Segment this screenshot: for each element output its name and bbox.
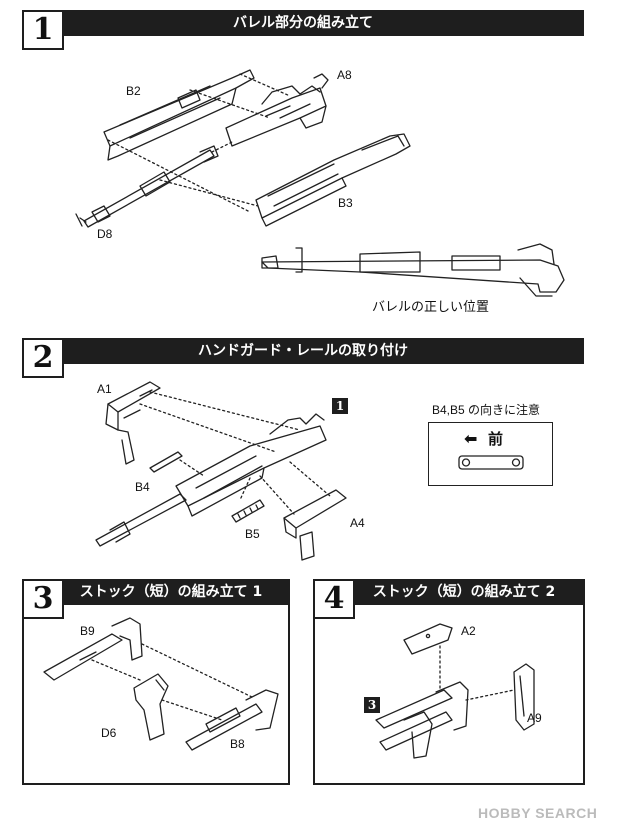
step1-guide-lines [107, 73, 291, 213]
part-b3-drawing [255, 133, 411, 227]
step1-number: 1 [22, 10, 64, 50]
part-d8-drawing [75, 145, 219, 228]
step4-number: 4 [313, 579, 355, 619]
step2-reference-box: 1 [332, 398, 348, 414]
step2-number: 2 [22, 338, 64, 378]
step4-reference-box: 3 [364, 697, 380, 713]
orientation-box: ⬅ 前 [428, 422, 553, 486]
part-label-b9: B9 [80, 624, 95, 638]
part-label-d6: D6 [101, 726, 117, 740]
part-label-d8: D8 [97, 227, 113, 241]
part-b5-drawing [231, 499, 265, 523]
front-label: 前 [488, 430, 504, 448]
part-a8-drawing [225, 73, 329, 147]
part-a1-drawing [105, 381, 161, 465]
part-label-a4: A4 [350, 516, 365, 530]
step2-rifle-drawing [95, 413, 327, 547]
part-d6-drawing [133, 673, 169, 741]
part-label-a8: A8 [337, 68, 352, 82]
step3-header-bar: ストック（短）の組み立て 1 [22, 579, 290, 605]
part-b4-drawing [149, 451, 183, 473]
step4-header-bar: ストック（短）の組み立て 2 [313, 579, 585, 605]
step3-title: ストック（短）の組み立て 1 [79, 584, 263, 600]
part-b2-drawing [103, 69, 255, 161]
part-label-b3: B3 [338, 196, 353, 210]
b4-orientation-drawing [458, 455, 524, 470]
part-label-b2: B2 [126, 84, 141, 98]
part-label-a1: A1 [97, 382, 112, 396]
step2-header-bar: ハンドガード・レールの取り付け [22, 338, 584, 364]
watermark-logo: HOBBY SEARCH [478, 805, 598, 821]
part-label-b8: B8 [230, 737, 245, 751]
step4-guide-lines [439, 645, 515, 701]
part-a4-drawing [283, 489, 347, 561]
part-a9-drawing [513, 663, 535, 731]
part-label-b5: B5 [245, 527, 260, 541]
part-b8-drawing [185, 689, 279, 751]
orientation-note: B4,B5 の向きに注意 [432, 403, 541, 417]
step1-caption: バレルの正しい位置 [372, 299, 490, 314]
part-b9-drawing [43, 617, 143, 681]
step4-title: ストック（短）の組み立て 2 [372, 584, 556, 600]
part-a2-drawing [403, 623, 453, 655]
part-label-a2: A2 [461, 624, 476, 638]
assembled-barrel-drawing [261, 243, 565, 297]
step3-guide-lines [91, 643, 255, 721]
step2-title: ハンドガード・レールの取り付け [198, 343, 408, 359]
step4-assembly-drawing [375, 681, 469, 759]
step2-guide-lines [139, 391, 331, 515]
arrow-left-icon: ⬅ [464, 429, 478, 448]
step3-number: 3 [22, 579, 64, 619]
step1-header-bar: バレル部分の組み立て [22, 10, 584, 36]
step1-title: バレル部分の組み立て [233, 15, 373, 31]
part-label-b4: B4 [135, 480, 150, 494]
